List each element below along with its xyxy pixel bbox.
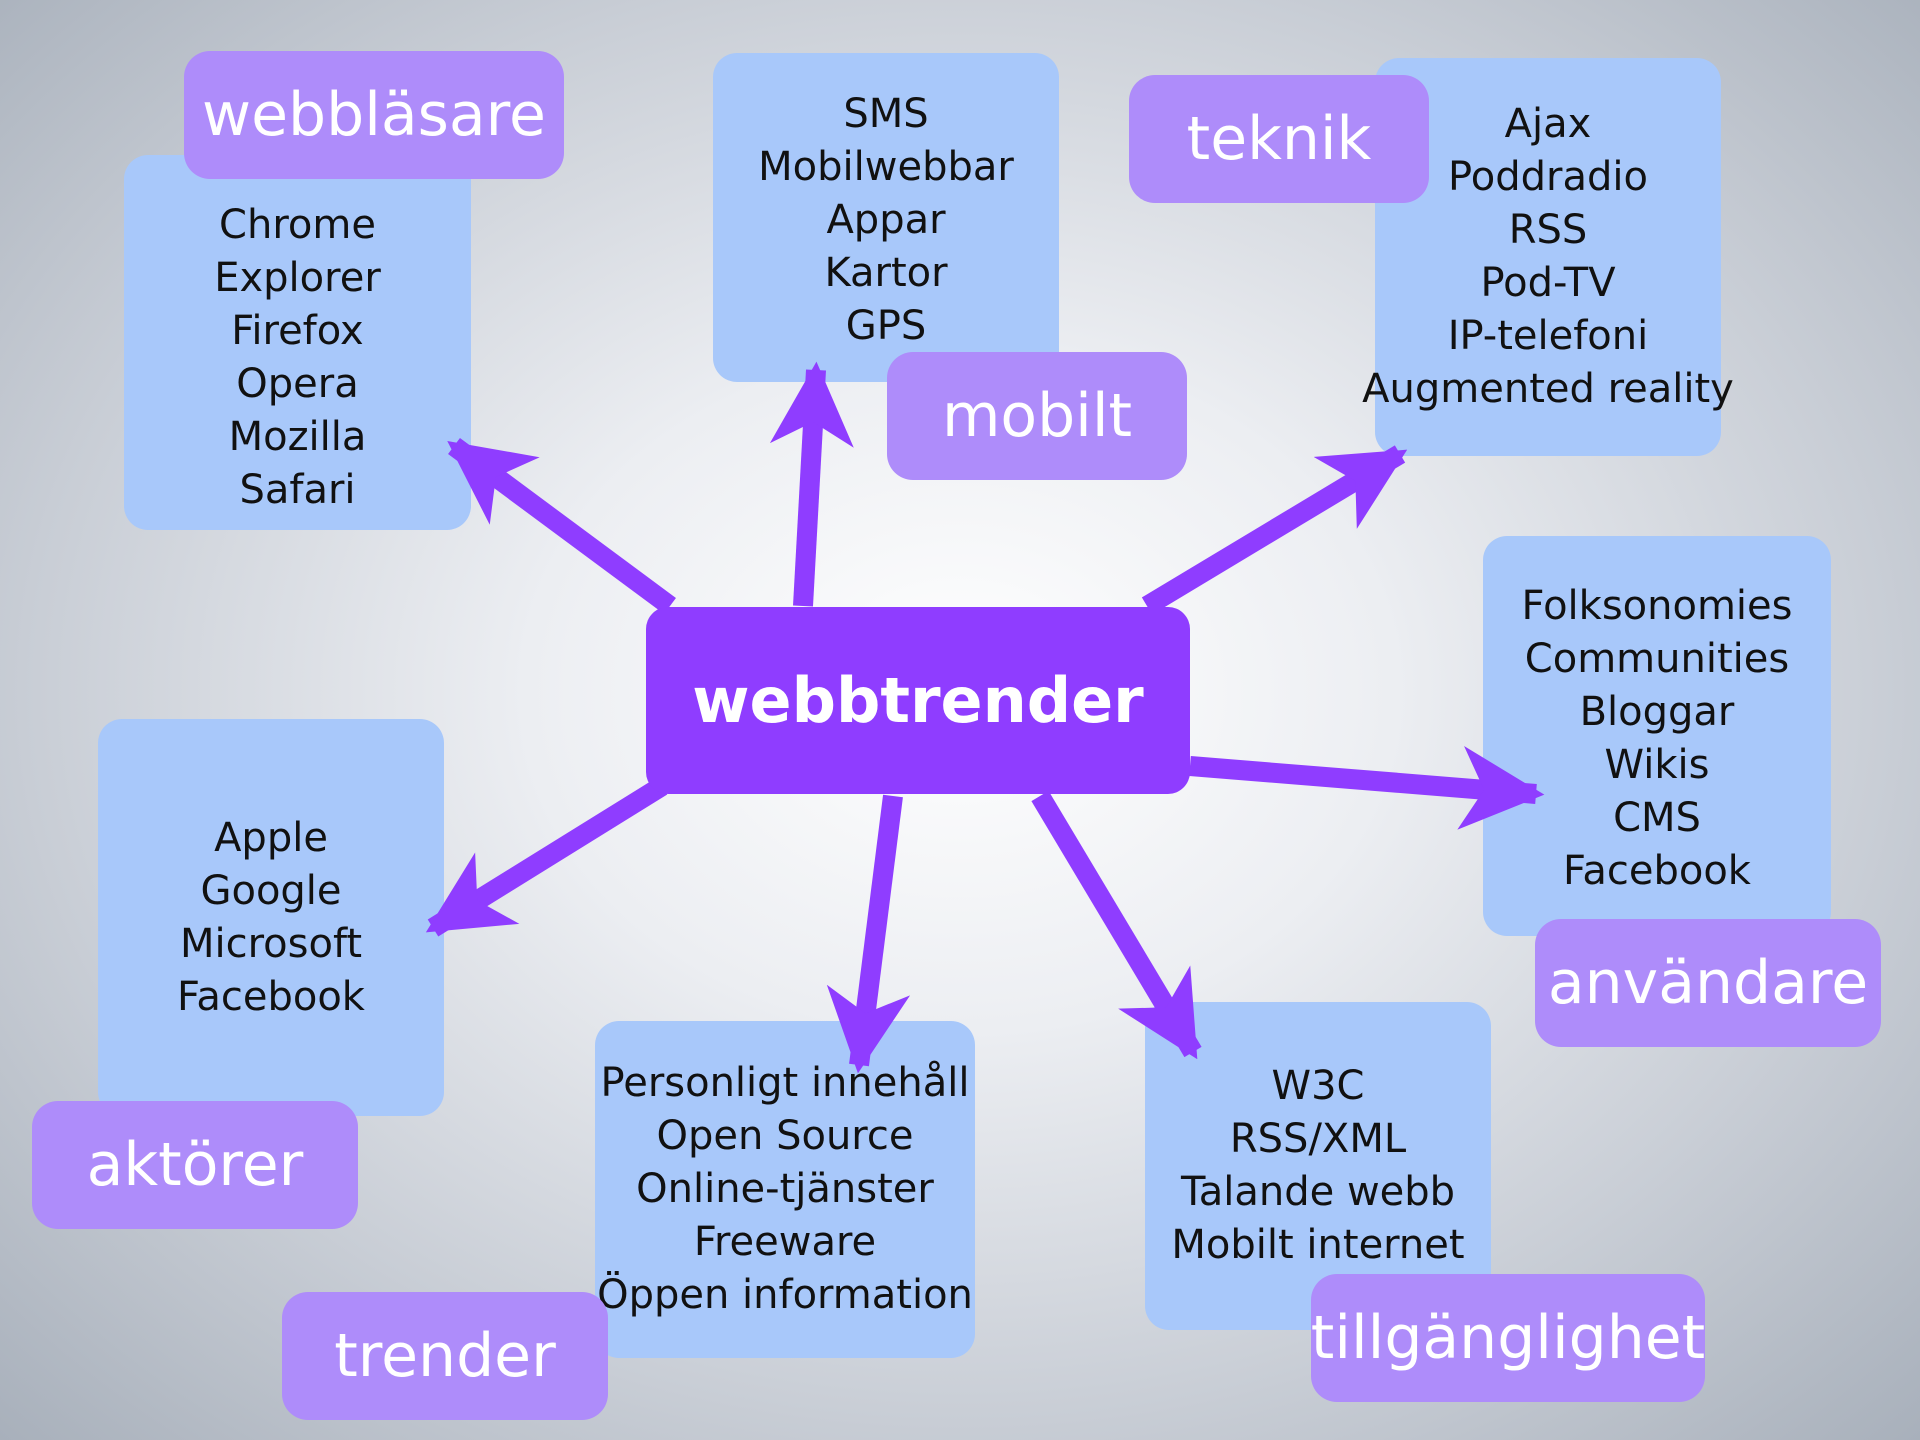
list-item: Poddradio <box>1448 154 1648 200</box>
list-item: Opera <box>236 360 359 407</box>
list-item: Microsoft <box>179 920 363 967</box>
list-item: CMS <box>1613 795 1701 841</box>
trender-items-box: Personligt innehåll Open Source Online-t… <box>595 1021 975 1358</box>
category-tag-teknik: teknik <box>1129 75 1429 203</box>
list-item: Talande webb <box>1180 1169 1456 1215</box>
category-tag-webblasare: webbläsare <box>184 51 564 179</box>
list-item: Mobilwebbar <box>758 144 1014 190</box>
list-item: Folksonomies <box>1521 583 1793 629</box>
list-item: Appar <box>826 197 946 243</box>
list-item: Mozilla <box>228 413 367 460</box>
list-item: Wikis <box>1604 742 1710 788</box>
list-item: W3C <box>1271 1063 1365 1109</box>
arrow-to-trender <box>826 794 911 1074</box>
list-item: Online-tjänster <box>636 1166 934 1212</box>
list-item: Explorer <box>214 254 381 301</box>
list-item: Chrome <box>219 201 376 248</box>
category-tag-mobilt: mobilt <box>887 352 1187 480</box>
category-tag-anvandare: användare <box>1535 919 1881 1047</box>
list-item: RSS/XML <box>1229 1116 1407 1162</box>
list-item: IP-telefoni <box>1447 313 1649 359</box>
central-topic: webbtrender <box>646 607 1190 794</box>
category-tag-aktorer: aktörer <box>32 1101 358 1229</box>
arrow-to-anvandare <box>1189 746 1545 830</box>
list-item: SMS <box>843 91 929 137</box>
list-item: Bloggar <box>1579 689 1735 735</box>
list-item: Pod-TV <box>1480 260 1616 306</box>
list-item: Firefox <box>231 307 364 354</box>
list-item: Kartor <box>824 250 948 296</box>
list-item: Open Source <box>656 1113 914 1159</box>
arrow-to-tillganglighet <box>1031 790 1202 1060</box>
list-item: Öppen information <box>597 1272 973 1318</box>
arrow-to-mobilt <box>769 361 854 607</box>
list-item: Augmented reality <box>1362 366 1734 412</box>
list-item: Facebook <box>177 973 365 1020</box>
list-item: Apple <box>214 814 328 861</box>
list-item: Facebook <box>1563 848 1751 894</box>
teknik-items-box: Ajax Poddradio RSS Pod-TV IP-telefoni Au… <box>1362 58 1734 456</box>
category-tag-tillganglighet: tillgänglighet <box>1311 1274 1705 1402</box>
aktorer-items-box: Apple Google Microsoft Facebook <box>98 719 444 1116</box>
list-item: Communities <box>1524 636 1790 682</box>
arrow-to-teknik <box>1141 445 1408 615</box>
list-item: GPS <box>845 303 927 349</box>
mobilt-items-box: SMS Mobilwebbar Appar Kartor GPS <box>713 53 1059 382</box>
arrow-to-webblasare <box>447 437 676 615</box>
anvandare-items-box: Folksonomies Communities Bloggar Wikis C… <box>1483 536 1831 936</box>
list-item: RSS <box>1508 207 1588 253</box>
category-tag-trender: trender <box>282 1292 608 1420</box>
list-item: Ajax <box>1504 101 1592 147</box>
list-item: Mobilt internet <box>1171 1222 1465 1268</box>
list-item: Freeware <box>693 1219 877 1265</box>
list-item: Safari <box>239 466 356 513</box>
webblasare-items-box: Chrome Explorer Firefox Opera Mozilla Sa… <box>124 155 471 530</box>
list-item: Google <box>200 867 342 914</box>
arrow-to-aktorer <box>425 777 668 937</box>
